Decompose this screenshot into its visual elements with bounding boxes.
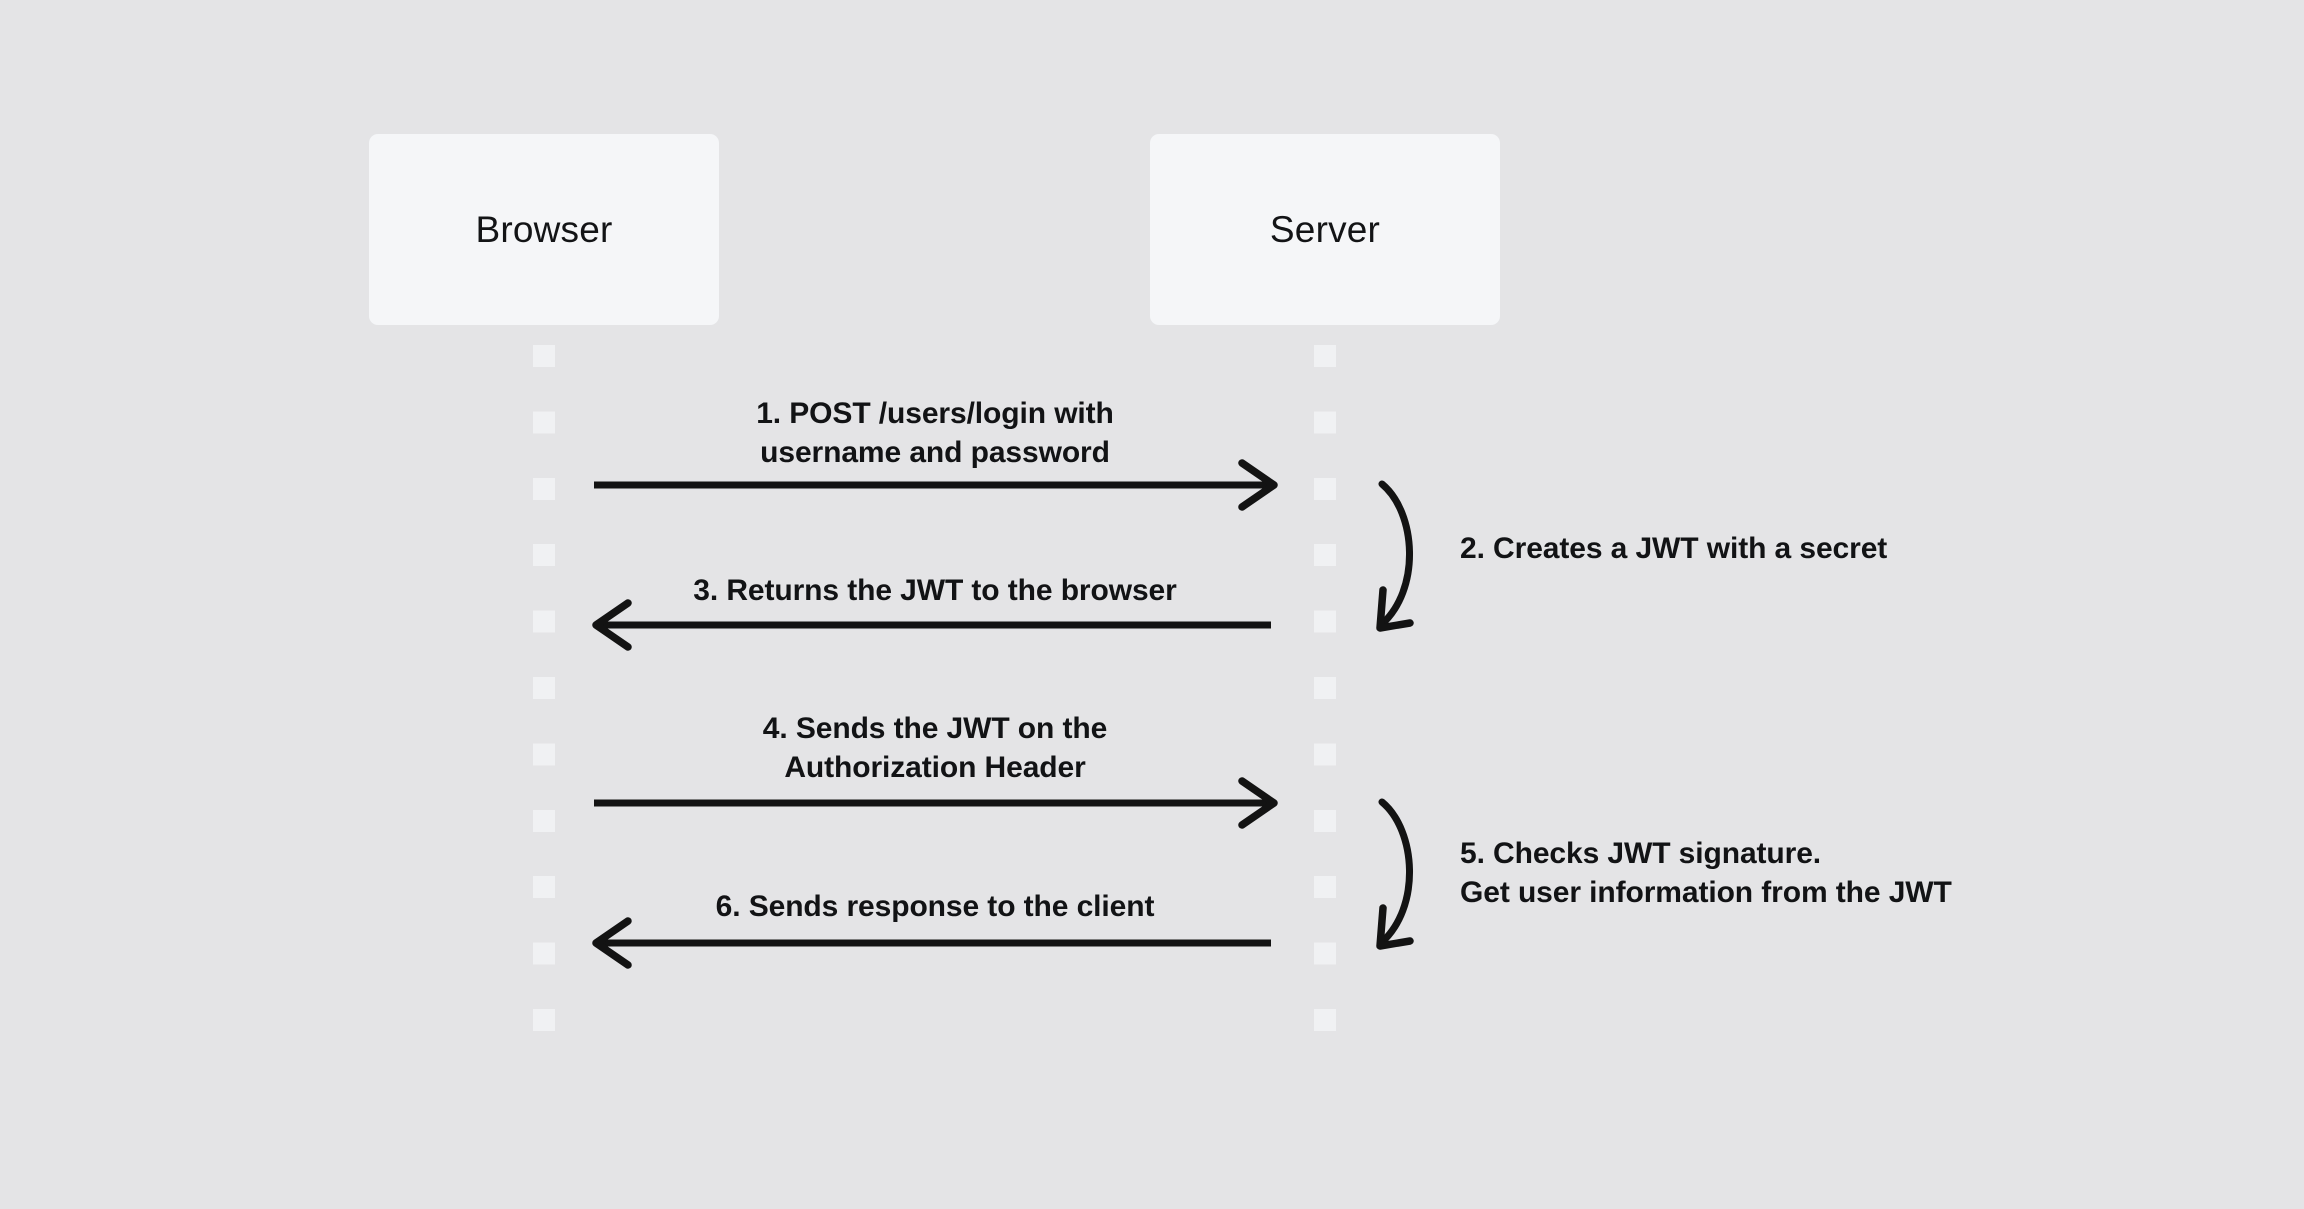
actor-box-browser: Browser [369,134,719,325]
message-2-self-loop-arrow-icon [1376,480,1414,632]
lifeline-server [1314,345,1336,1033]
actor-box-server: Server [1150,134,1500,325]
actor-label-server: Server [1269,208,1381,250]
message-4-label: 4. Sends the JWT on the Authorization He… [762,712,1108,784]
message-4-arrow-right-icon [594,777,1278,829]
lifeline-browser [533,345,555,1033]
message-1-label: 1. POST /users/login with username and p… [756,397,1114,469]
message-2-label: 2. Creates a JWT with a secret [1460,532,1888,565]
message-5-label: 5. Checks JWT signature. Get user inform… [1460,837,1952,909]
message-3-label: 3. Returns the JWT to the browser [693,574,1177,607]
message-3-arrow-left-icon [592,599,1271,651]
message-6-label: 6. Sends response to the client [715,890,1155,923]
message-1-arrow-right-icon [594,459,1278,511]
actor-label-browser: Browser [475,208,613,250]
message-6-arrow-left-icon [592,917,1271,969]
message-5-self-loop-arrow-icon [1376,798,1414,950]
